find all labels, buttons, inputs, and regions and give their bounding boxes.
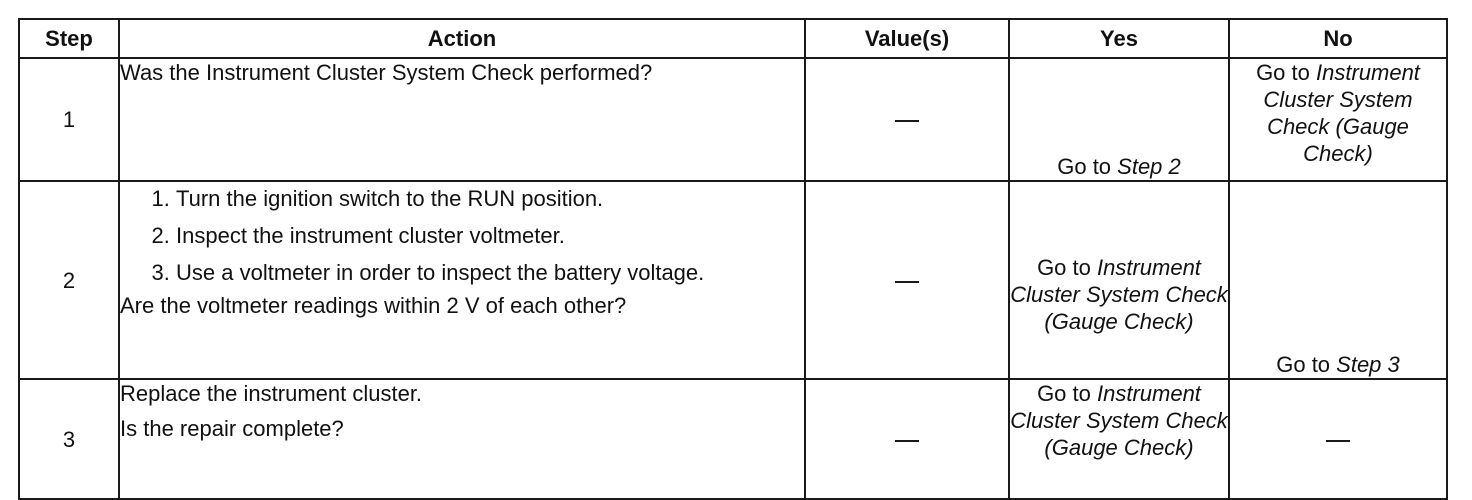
value-dash: — <box>895 120 919 123</box>
header-row: Step Action Value(s) Yes No <box>18 18 1448 59</box>
no-prefix: Go to <box>1276 352 1337 377</box>
header-yes: Yes <box>1008 18 1230 59</box>
action-question: Is the repair complete? <box>120 416 344 441</box>
yes-cell[interactable]: Go to Instrument Cluster System Check (G… <box>1008 180 1230 380</box>
header-values: Value(s) <box>804 18 1010 59</box>
step-number: 1 <box>18 57 120 182</box>
no-target-link[interactable]: Step 3 <box>1336 352 1400 377</box>
action-text: Replace the instrument cluster. <box>120 381 423 406</box>
action-cell: Replace the instrument cluster. Is the r… <box>118 378 806 500</box>
header-no: No <box>1228 18 1448 59</box>
action-cell: Was the Instrument Cluster System Check … <box>118 57 806 182</box>
no-dash: — <box>1326 439 1350 442</box>
no-cell[interactable]: Go to Instrument Cluster System Check (G… <box>1228 57 1448 182</box>
yes-target-link[interactable]: Instrument Cluster System Check (Gauge C… <box>1010 381 1228 460</box>
yes-target-link[interactable]: Step 2 <box>1117 154 1181 179</box>
step-number: 3 <box>18 378 120 500</box>
value-cell: — <box>804 378 1010 500</box>
value-cell: — <box>804 57 1010 182</box>
yes-prefix: Go to <box>1057 154 1118 179</box>
action-step: Inspect the instrument cluster voltmeter… <box>176 222 804 249</box>
no-cell: — <box>1228 378 1448 500</box>
step-number: 2 <box>18 180 120 380</box>
action-cell: Turn the ignition switch to the RUN posi… <box>118 180 806 380</box>
yes-target-link[interactable]: Instrument Cluster System Check (Gauge C… <box>1010 254 1228 334</box>
table-row: 1 Was the Instrument Cluster System Chec… <box>18 57 1448 182</box>
action-question: Are the voltmeter readings within 2 V of… <box>120 293 627 318</box>
value-cell: — <box>804 180 1010 380</box>
yes-prefix: Go to <box>1037 254 1097 280</box>
action-step: Turn the ignition switch to the RUN posi… <box>176 185 804 212</box>
yes-prefix: Go to <box>1037 381 1097 406</box>
action-step: Use a voltmeter in order to inspect the … <box>176 259 804 286</box>
no-cell[interactable]: Go to Step 3 <box>1228 180 1448 380</box>
value-dash: — <box>895 280 919 283</box>
table-row: 3 Replace the instrument cluster. Is the… <box>18 378 1448 500</box>
table-row: 2 Turn the ignition switch to the RUN po… <box>18 180 1448 380</box>
value-dash: — <box>895 439 919 442</box>
yes-cell[interactable]: Go to Instrument Cluster System Check (G… <box>1008 378 1230 500</box>
no-target-link[interactable]: Instrument Cluster System Check (Gauge C… <box>1263 60 1420 166</box>
yes-cell[interactable]: Go to Step 2 <box>1008 57 1230 182</box>
header-action: Action <box>118 18 806 59</box>
action-step-list: Turn the ignition switch to the RUN posi… <box>120 185 804 286</box>
no-prefix: Go to <box>1256 60 1316 85</box>
header-step: Step <box>18 18 120 59</box>
diagnostic-table: Step Action Value(s) Yes No 1 Was the In… <box>18 18 1448 500</box>
action-text: Was the Instrument Cluster System Check … <box>120 60 653 85</box>
